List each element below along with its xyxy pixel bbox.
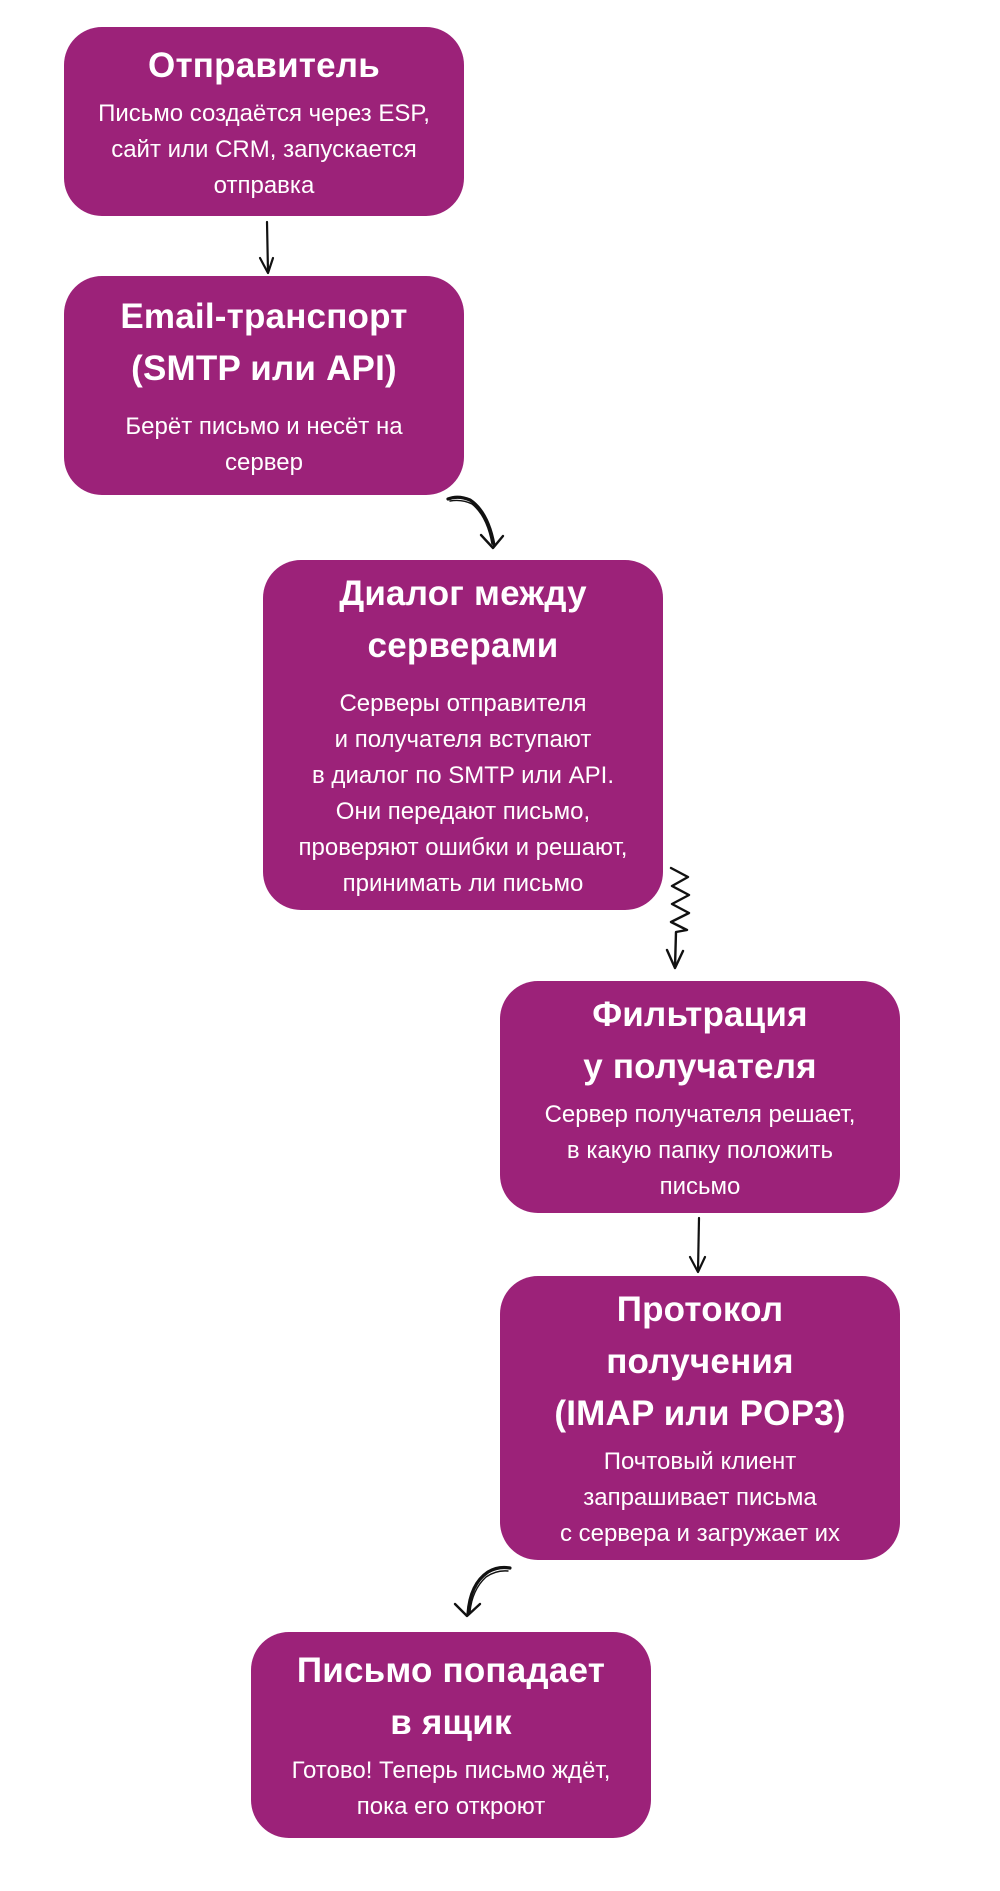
step-description: Почтовый клиент запрашивает письма с сер… xyxy=(560,1444,840,1552)
step-description-line: Серверы отправителя xyxy=(339,690,587,717)
step-sender: Отправитель Письмо создаётся через ESP, … xyxy=(64,27,464,216)
step-description-line: сайт или CRM, запускается xyxy=(111,135,417,163)
step-title-line: Email-транспорт xyxy=(120,296,408,336)
step-title-line: у получателя xyxy=(583,1047,817,1086)
step-description: Готово! Теперь письмо ждёт, пока его отк… xyxy=(292,1753,611,1825)
step-title-line: Диалог между xyxy=(339,574,587,613)
step-description-line: Письмо создаётся через ESP, xyxy=(98,99,430,127)
step-description-line: Берёт письмо и несёт на xyxy=(125,412,403,440)
step-description: Берёт письмо и несёт на сервер xyxy=(125,409,402,481)
step-description: Письмо создаётся через ESP, сайт или CRM… xyxy=(98,96,430,204)
step-title: Диалог между серверами xyxy=(339,568,587,672)
step-description-line: проверяют ошибки и решают, xyxy=(298,834,628,861)
step-title: Фильтрация у получателя xyxy=(583,989,817,1093)
step-description-line: пока его откроют xyxy=(356,1793,546,1820)
step-server-dialog: Диалог между серверами Серверы отправите… xyxy=(263,560,663,910)
step-inbox-delivery: Письмо попадает в ящик Готово! Теперь пи… xyxy=(251,1632,651,1838)
arrow-straight-icon xyxy=(258,220,275,275)
step-title: Письмо попадает в ящик xyxy=(297,1645,605,1749)
step-description-line: Почтовый клиент xyxy=(603,1448,797,1475)
step-title: Отправитель xyxy=(148,40,380,92)
step-description-line: Готово! Теперь письмо ждёт, xyxy=(291,1757,611,1784)
step-description: Сервер получателя решает, в какую папку … xyxy=(545,1097,856,1205)
step-title-line: в ящик xyxy=(390,1703,512,1742)
step-title-line: (SMTP или API) xyxy=(131,348,397,388)
step-title: Протокол получения (IMAP или POP3) xyxy=(554,1284,845,1440)
step-title-line: Фильтрация xyxy=(592,995,808,1034)
arrow-straight-icon xyxy=(688,1216,707,1274)
step-title-line: получения xyxy=(606,1342,794,1381)
step-title-line: серверами xyxy=(367,626,559,665)
step-description-line: Сервер получателя решает, xyxy=(544,1101,856,1128)
step-title: Email-транспорт (SMTP или API) xyxy=(120,291,407,395)
step-description-line: принимать ли письмо xyxy=(342,870,584,897)
step-title-line: Отправитель xyxy=(148,45,380,85)
step-email-transport: Email-транспорт (SMTP или API) Берёт пис… xyxy=(64,276,464,495)
step-description-line: с сервера и загружает их xyxy=(559,1520,841,1547)
step-description: Серверы отправителя и получателя вступаю… xyxy=(299,686,628,902)
step-description-line: запрашивает письма xyxy=(583,1484,817,1511)
step-retrieval-protocol: Протокол получения (IMAP или POP3) Почто… xyxy=(500,1276,900,1560)
step-description-line: отправка xyxy=(213,171,315,199)
step-description-line: и получателя вступают xyxy=(334,726,592,753)
step-description-line: в диалог по SMTP или API. xyxy=(312,762,614,789)
step-description-line: в какую папку положить xyxy=(566,1137,834,1164)
arrow-curved-icon xyxy=(446,495,505,550)
step-recipient-filtering: Фильтрация у получателя Сервер получател… xyxy=(500,981,900,1213)
step-title-line: Письмо попадает xyxy=(296,1651,606,1690)
step-description-line: письмо xyxy=(659,1173,741,1200)
step-description-line: Они передают письмо, xyxy=(335,798,591,825)
arrow-curved-icon xyxy=(453,1565,512,1618)
step-description-line: сервер xyxy=(225,448,303,476)
arrow-zigzag-icon xyxy=(665,866,691,970)
step-title-line: Протокол xyxy=(616,1290,784,1329)
step-title-line: (IMAP или POP3) xyxy=(554,1394,846,1433)
